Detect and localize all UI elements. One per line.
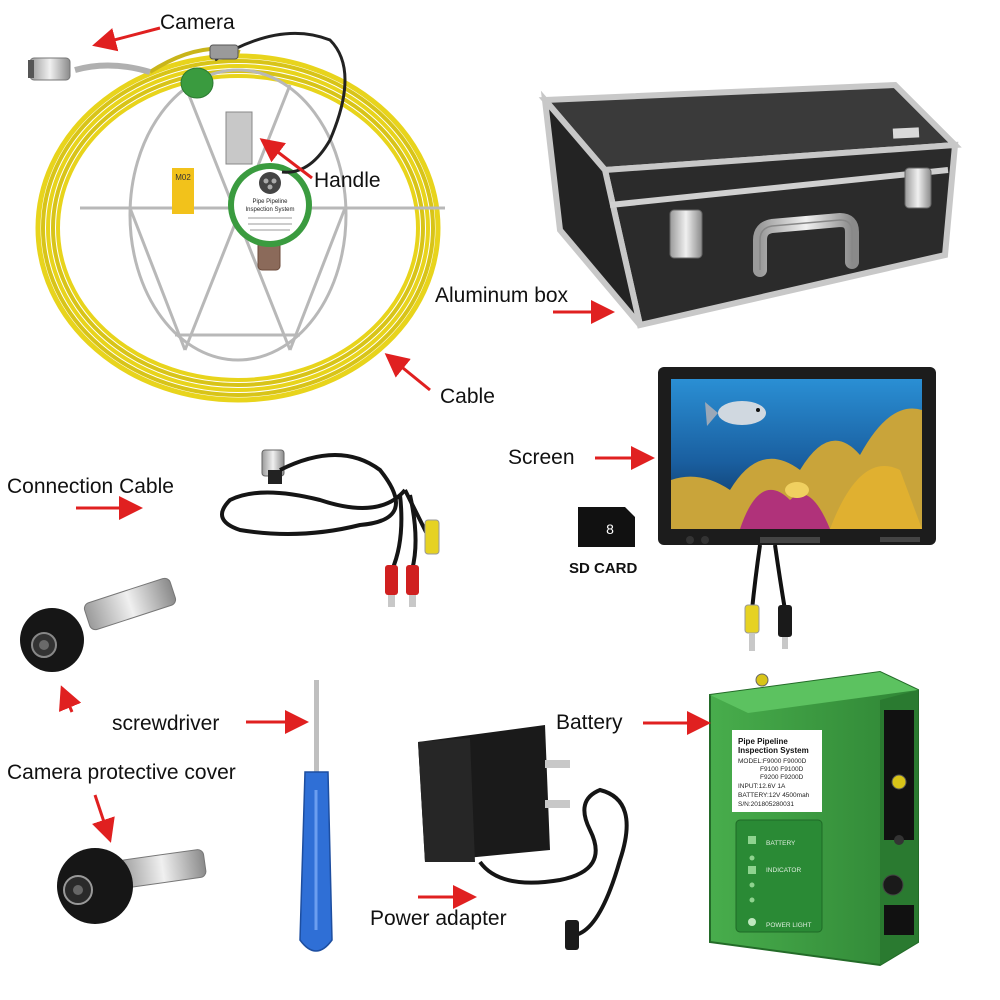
svg-text:F9100 F9100D: F9100 F9100D	[760, 766, 804, 773]
svg-text:Inspection System: Inspection System	[245, 207, 294, 213]
power-adapter-item	[418, 725, 629, 950]
svg-text:BATTERY:12V 4500mah: BATTERY:12V 4500mah	[738, 792, 810, 799]
battery-box: Pipe Pipeline Inspection System MODEL:F9…	[709, 670, 919, 967]
label-screwdriver: screwdriver	[112, 712, 220, 735]
svg-text:Inspection System: Inspection System	[738, 746, 809, 755]
svg-text:Pipe Pipeline: Pipe Pipeline	[738, 737, 788, 746]
label-power-adapter: Power adapter	[370, 907, 507, 930]
label-aluminum-box: Aluminum box	[435, 284, 569, 307]
pointer-arrows	[59, 26, 711, 909]
arrow-spare-camera	[59, 685, 82, 713]
label-handle: Handle	[314, 169, 381, 192]
connection-cable-item	[220, 449, 440, 607]
arrow-handle	[259, 138, 313, 180]
box-handle[interactable]	[753, 212, 859, 277]
svg-text:M02: M02	[175, 173, 191, 182]
arrow-cable	[384, 353, 431, 392]
sd-card: 8	[578, 507, 635, 547]
label-camera: Camera	[160, 11, 235, 34]
svg-text:POWER LIGHT: POWER LIGHT	[766, 922, 812, 929]
monitor-buttons[interactable]	[686, 536, 920, 544]
monitor	[658, 367, 936, 651]
rca-plug-yellow	[744, 604, 760, 651]
fish-icon	[705, 401, 766, 426]
battery-side-controls[interactable]	[882, 710, 914, 935]
dc-plug	[778, 605, 792, 649]
label-cable: Cable	[440, 385, 495, 408]
reel-tag: M02	[172, 168, 194, 214]
arrow-protective-cover	[91, 794, 115, 843]
label-screen: Screen	[508, 446, 575, 469]
svg-text:S/N:201805280031: S/N:201805280031	[738, 801, 794, 808]
reel-hub-plate: Pipe Pipeline Inspection System	[228, 163, 312, 247]
box-latch-right[interactable]	[904, 167, 932, 209]
svg-text:Pipe Pipeline: Pipe Pipeline	[252, 199, 288, 205]
camera-probe[interactable]	[28, 57, 151, 81]
svg-text:INDICATOR: INDICATOR	[766, 867, 801, 874]
connector-plug	[261, 449, 285, 484]
camera-head-spare	[20, 577, 177, 672]
svg-text:F9200 F9200D: F9200 F9200D	[760, 774, 804, 781]
label-sd-card: SD CARD	[569, 560, 638, 577]
aluminum-box	[538, 81, 962, 329]
svg-text:BATTERY: BATTERY	[766, 840, 796, 847]
label-camera-protective-cover: Camera protective cover	[7, 761, 236, 784]
arrow-camera	[92, 26, 161, 52]
reel-connector-cable	[209, 31, 347, 174]
camera-protective-cover-item	[57, 848, 207, 924]
battery-spec-plate: Pipe Pipeline Inspection System MODEL:F9…	[732, 730, 822, 812]
screwdriver-item	[299, 680, 333, 952]
label-battery: Battery	[556, 711, 623, 734]
svg-text:INPUT:12.6V 1A: INPUT:12.6V 1A	[738, 783, 786, 790]
svg-text:MODEL:F9000 F9000D: MODEL:F9000 F9000D	[738, 758, 807, 765]
cable-reel: M02 Pipe Pipeline Inspection System	[28, 31, 445, 403]
label-connection-cable: Connection Cable	[7, 475, 174, 498]
svg-text:8: 8	[606, 521, 614, 537]
battery-indicator-panel: BATTERY INDICATOR POWER LIGHT	[735, 819, 823, 933]
box-latch-left[interactable]	[669, 209, 703, 259]
